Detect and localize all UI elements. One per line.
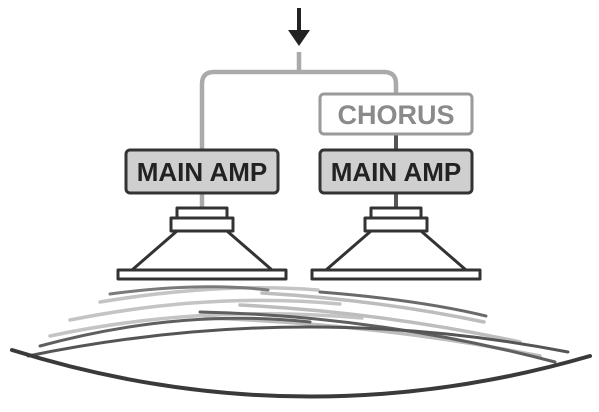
main-amp-label-left: MAIN AMP [137, 157, 267, 187]
sound-waves [10, 285, 592, 399]
arrow-down-icon [288, 8, 310, 46]
sound-wave-light [238, 303, 522, 344]
signal-lines [199, 52, 399, 208]
sound-wave-dark [10, 348, 592, 399]
sound-wave-light [260, 291, 486, 324]
sound-wave-light [68, 298, 342, 322]
sound-wave-dark [38, 316, 312, 348]
main-amp-box-right: MAIN AMP [318, 148, 474, 195]
speaker-icon-right [310, 206, 482, 281]
speaker-icon-left [116, 206, 288, 281]
sound-wave-dark [198, 310, 557, 364]
main-amp-label-right: MAIN AMP [331, 157, 461, 187]
sound-wave-light [48, 312, 364, 338]
chorus-box: CHORUS [318, 92, 474, 136]
split-line [199, 69, 399, 150]
main-amp-box-left: MAIN AMP [124, 148, 280, 195]
sound-wave-dark [26, 325, 570, 358]
chorus-label: CHORUS [337, 100, 454, 130]
sound-wave-light [98, 285, 320, 304]
sound-wave-dark [108, 285, 270, 296]
sound-wave-dark [318, 290, 488, 318]
